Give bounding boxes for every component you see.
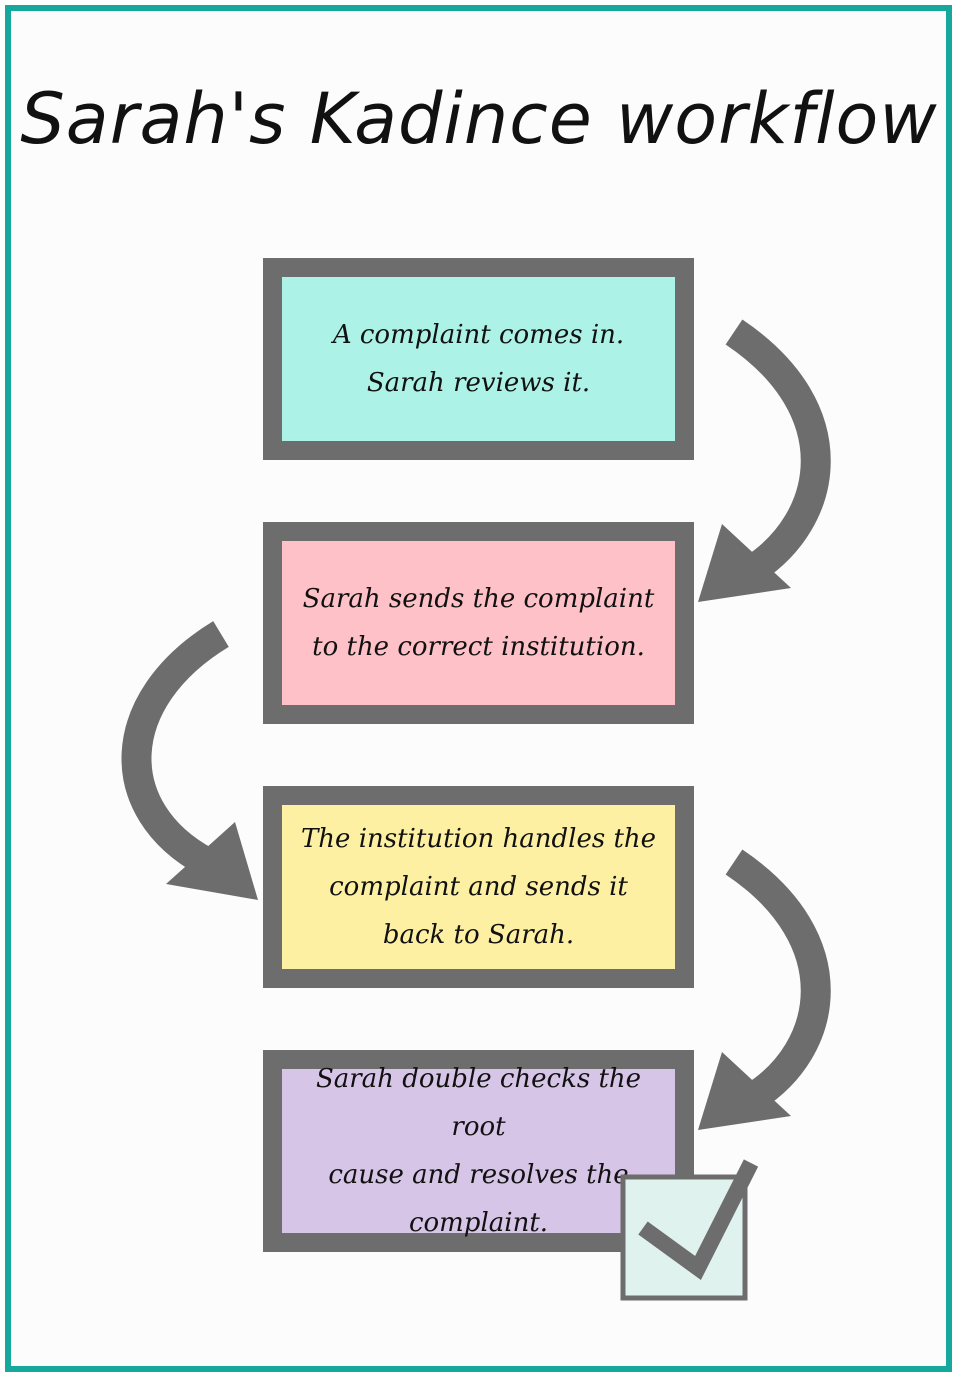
arrow-step2-to-step3 — [121, 621, 229, 876]
page-title: Sarah's Kadince workflow — [20, 78, 938, 160]
arrow-step1-to-step2 — [725, 319, 831, 583]
step-text-2: Sarah sends the complaint to the correct… — [302, 583, 655, 662]
step-box-4: Sarah double checks the root cause and r… — [263, 1050, 694, 1252]
step-box-1: A complaint comes in. Sarah reviews it. — [263, 258, 694, 460]
step-text-4: Sarah double checks the root cause and r… — [315, 1063, 642, 1239]
step-text-1: A complaint comes in. Sarah reviews it. — [332, 319, 625, 398]
step-box-2: Sarah sends the complaint to the correct… — [263, 522, 694, 724]
arrow-step3-to-step4 — [725, 849, 831, 1111]
step-text-3: The institution handles the complaint an… — [300, 823, 657, 951]
checkmark-icon — [638, 1159, 759, 1281]
arrowhead-step3 — [166, 822, 258, 900]
arrowhead-step2 — [698, 524, 791, 602]
arrowhead-step4 — [698, 1052, 791, 1130]
step-box-3: The institution handles the complaint an… — [263, 786, 694, 988]
